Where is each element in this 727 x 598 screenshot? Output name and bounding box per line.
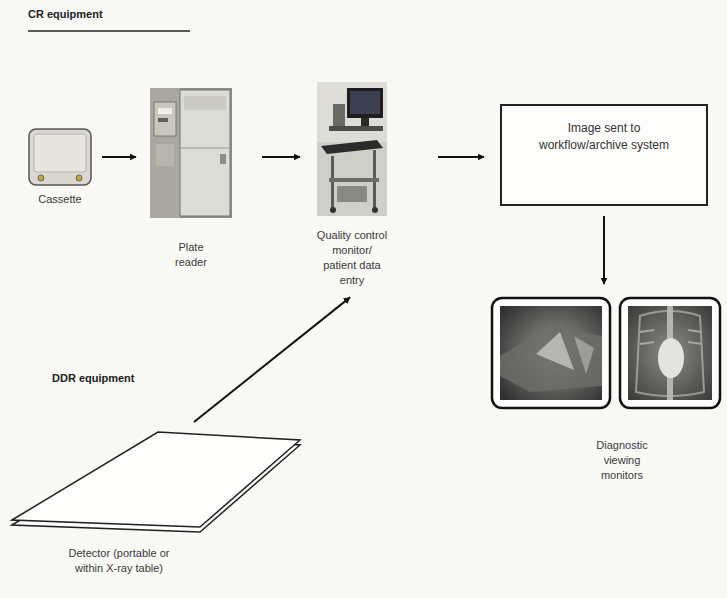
node-caption: Plate reader [165, 240, 217, 270]
icon-part [38, 175, 44, 181]
icon-part [184, 96, 226, 110]
icon-part [500, 306, 602, 400]
icon-part [180, 148, 230, 149]
node-caption: Cassette [24, 192, 96, 207]
icon-part [492, 298, 610, 408]
flow-arrow [194, 297, 350, 422]
node-caption: Detector (portable or within X-ray table… [58, 546, 180, 576]
icon-part [154, 102, 176, 136]
icon-part [317, 82, 387, 216]
icon-part [350, 91, 380, 114]
icon-part [150, 88, 232, 218]
cassette-icon [28, 128, 92, 186]
flow-arrow [262, 156, 300, 158]
icon-part [76, 175, 82, 181]
flow-arrow [603, 216, 605, 284]
process-box: Image sent to workflow/archive system [500, 104, 708, 206]
icon-part [329, 126, 383, 131]
icon-part [658, 338, 684, 378]
icon-part [574, 336, 594, 374]
heading-underline [28, 30, 190, 32]
node-caption: Diagnostic viewing monitors [586, 438, 658, 483]
icon-part [156, 144, 174, 166]
icon-part [12, 432, 300, 527]
icon-part [372, 207, 378, 213]
icon-part [34, 134, 86, 172]
plate-reader-photo [150, 88, 232, 218]
icon-part [620, 298, 720, 408]
icon-part [628, 306, 712, 400]
cassette-node: Cassette [24, 128, 96, 207]
section-heading: CR equipment [28, 8, 103, 20]
icon-part [180, 90, 230, 216]
section-heading: DDR equipment [52, 372, 135, 384]
detector-node: Detector (portable or within X-ray table… [8, 426, 308, 576]
icon-part [337, 186, 367, 202]
flow-arrow [438, 156, 484, 158]
icon-part [361, 118, 369, 126]
workstation-node: Quality control monitor/ patient data en… [296, 82, 408, 287]
monitor-node: Diagnostic viewing monitors [490, 296, 722, 483]
icon-part [317, 82, 387, 142]
detector-plate [8, 426, 308, 536]
monitor-pair [490, 296, 722, 410]
plate-reader-node: Plate reader [140, 88, 242, 270]
node-caption: Quality control monitor/ patient data en… [316, 228, 388, 287]
box-text: Image sent to workflow/archive system [502, 106, 706, 170]
icon-holder [296, 82, 408, 216]
icon-part [29, 129, 91, 185]
icon-part [158, 108, 172, 114]
icon-part [329, 178, 379, 182]
icon-part [330, 207, 336, 213]
icon-part [347, 88, 383, 118]
icon-holder [8, 426, 308, 536]
icon-part [536, 332, 574, 370]
workstation-photo [317, 82, 387, 216]
icon-part [220, 154, 226, 164]
icon-part [640, 330, 702, 344]
icon-part [158, 118, 168, 122]
icon-holder [140, 88, 242, 218]
flow-arrow [102, 156, 136, 158]
icon-holder [490, 296, 722, 410]
icon-part [636, 311, 704, 396]
icon-part [333, 104, 345, 126]
icon-holder [24, 128, 96, 186]
icon-part [500, 326, 602, 392]
icon-part [150, 88, 180, 218]
